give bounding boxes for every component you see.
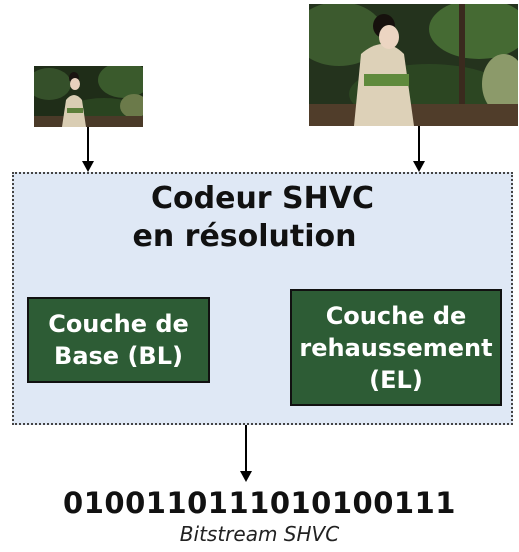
encoder-title: Codeur SHVC en résolution bbox=[0, 180, 519, 256]
enhancement-layer-box: Couche de rehaussement (EL) bbox=[290, 289, 502, 406]
enhancement-layer-line3: (EL) bbox=[369, 365, 423, 394]
base-layer-line2: Base (BL) bbox=[54, 342, 183, 370]
base-layer-line1: Couche de bbox=[48, 310, 189, 338]
encoder-title-line1: Codeur SHVC bbox=[151, 181, 374, 216]
bitstream-caption: Bitstream SHVC bbox=[179, 522, 340, 546]
arrow-large-head bbox=[413, 161, 425, 172]
enhancement-layer-line1: Couche de bbox=[325, 301, 467, 330]
arrow-small-to-encoder bbox=[87, 127, 89, 162]
bitstream-bits: 0100110111010100111 bbox=[63, 486, 456, 520]
arrow-bitstream-head bbox=[240, 471, 252, 482]
encoder-title-line2: en résolution bbox=[132, 219, 357, 254]
arrow-encoder-to-bitstream bbox=[245, 425, 247, 472]
low-resolution-image bbox=[34, 66, 143, 127]
base-layer-box: Couche de Base (BL) bbox=[27, 297, 210, 383]
arrow-small-head bbox=[82, 161, 94, 172]
enhancement-layer-line2: rehaussement bbox=[299, 333, 493, 362]
high-resolution-image bbox=[309, 4, 518, 126]
arrow-large-to-encoder bbox=[418, 126, 420, 162]
